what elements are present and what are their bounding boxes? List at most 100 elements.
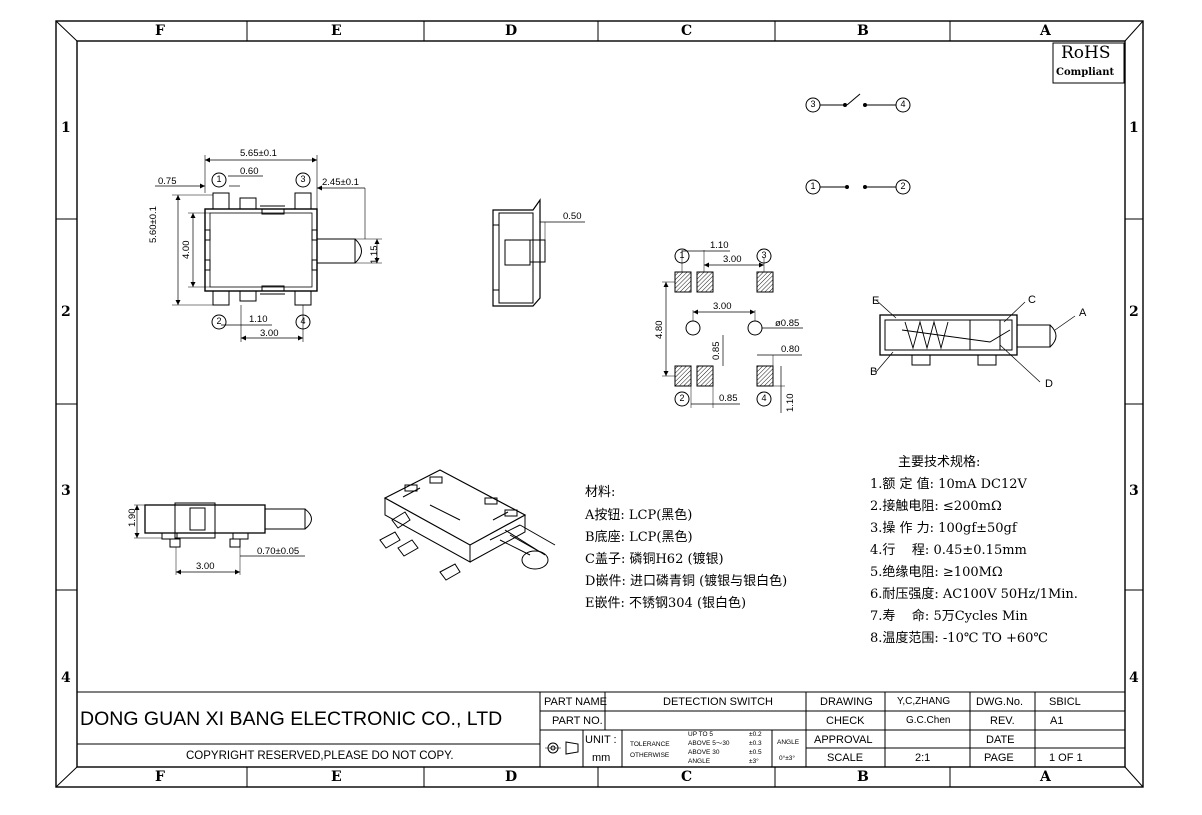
spec-item-3: 3.操 作 力: 100gf±50gf [870,521,1017,536]
zone-row-4-left: 4 [61,670,71,686]
zone-col-a-bottom: A [1040,769,1051,785]
material-d-letter: D [585,574,596,589]
zone-col-c-top: C [681,23,693,39]
dim-left-offset: 0.75 [158,176,177,187]
rohs-compliant: Compliant [1056,67,1115,78]
material-b-letter: B [585,530,595,545]
material-b-text: 底座: LCP(黑色) [594,530,693,545]
part-label-e: E [872,295,880,307]
dim-front-offset: 0.70±0.05 [257,546,300,557]
front-view [134,502,312,575]
drawing-label: DRAWING [820,696,873,708]
zone-row-1-left: 1 [61,120,71,136]
zone-col-b-bottom: B [857,769,869,785]
outer-frame [55,20,1144,788]
circuit-pin-4: 4 [900,99,906,109]
drawing-value: Y,C,ZHANG [897,696,951,707]
part-label-a: A [1079,307,1087,319]
zone-row-2-right: 2 [1129,304,1139,320]
pad-label-2: 2 [679,393,685,403]
spec-item-2: 2.接触电阻: ≤200mΩ [870,499,1002,514]
page-value: 1 OF 1 [1049,752,1083,764]
top-view [155,155,382,342]
zone-col-b-top: B [857,23,869,39]
part-name-value: DETECTION SWITCH [663,696,773,708]
dim-pad-h: 1.10 [785,394,796,413]
material-c-text: 盖子: 磷铜H62 (镀银) [594,552,724,567]
zone-col-c-bottom: C [681,769,693,785]
part-name-label: PART NAME [544,696,607,708]
tol-angle-label: ANGLE [688,758,711,765]
circuit-pin-1: 1 [810,181,816,191]
tol-2-label: ABOVE 5～30 [688,740,730,747]
dim-pad-span-top: 3.00 [723,254,742,265]
zone-col-e-top: E [331,23,342,39]
spec-item-1: 1.额 定 值: 10mA DC12V [870,477,1027,492]
check-value: G.C.Chen [906,715,951,726]
material-e: E嵌件: 不锈钢304 (银白色) [585,592,787,611]
spec-item-5: 5.绝缘电阻: ≥100MΩ [870,565,1003,580]
circuit-pin-3: 3 [810,99,816,109]
zone-col-d-bottom: D [505,769,518,785]
material-a: A按钮: LCP(黑色) [585,504,787,523]
dim-pad-gap-v: 0.85 [711,342,722,361]
materials-title: 材料: [585,485,616,500]
zone-row-3-left: 3 [61,483,71,499]
pin-label-3: 3 [300,174,306,184]
scale-label: SCALE [827,752,864,764]
circuit-symbol [805,93,911,195]
tol-2-value: ±0.3 [749,740,762,747]
spec-item-4: 4.行 程: 0.45±0.15mm [870,543,1027,558]
pin-label-4: 4 [300,316,306,326]
unit-label: UNIT : [585,734,617,746]
date-label: DATE [986,734,1015,746]
dim-pad-gap-h: 0.85 [719,393,738,404]
dwg-label: DWG.No. [976,696,1024,708]
material-e-letter: E [585,596,595,611]
zone-col-d-top: D [505,23,518,39]
tol-1-label: UP TO 5 [688,731,713,738]
page-label: PAGE [984,752,1014,764]
part-label-c: C [1028,294,1036,306]
unit-value: mm [592,752,611,764]
rohs-title: RoHS [1061,43,1111,63]
dwg-value: SBICL [1049,696,1081,708]
zone-col-a-top: A [1040,23,1051,39]
dim-pin-width: 0.60 [240,166,259,177]
zone-col-f-top: F [155,23,165,39]
dim-front-h: 1.90 [127,509,138,528]
dim-pad-rows-text: 4.80 [654,320,665,340]
dim-hole-span: 3.00 [713,301,732,312]
part-no-label: PART NO. [552,715,603,727]
part-label-d: D [1045,378,1053,390]
dim-side-offset: 0.50 [563,211,582,222]
material-d-text: 嵌件: 进口磷青铜 (镀银与银白色) [595,574,788,589]
pcb-footprint [662,248,803,413]
dim-front-h-text: 1.90 [127,508,138,528]
material-a-text: 按钮: LCP(黑色) [594,508,693,523]
dim-height-text: 5.60±0.1 [148,206,159,243]
side-view [492,198,585,307]
copyright-notice: COPYRIGHT RESERVED,PLEASE DO NOT COPY. [186,750,454,762]
spec-item-6: 6.耐压强度: AC100V 50Hz/1Min. [870,587,1078,602]
zone-row-3-right: 3 [1129,483,1139,499]
dim-pad-pitch: 1.10 [710,240,729,251]
zone-col-f-bottom: F [155,769,165,785]
check-label: CHECK [826,715,865,727]
dim-inner-height-text: 4.00 [181,240,192,260]
rev-value: A1 [1050,715,1064,727]
tol-angle-value: ±3° [749,758,759,765]
cross-section-view [875,299,1076,383]
dim-pad-gap-v-text: 0.85 [711,341,722,361]
pin-label-1: 1 [216,174,222,184]
material-a-letter: A [585,508,595,523]
rohs-box [1052,42,1125,84]
materials-list: 材料: A按钮: LCP(黑色) B底座: LCP(黑色) C盖子: 磷铜H62… [585,481,787,611]
approval-label: APPROVAL [814,734,873,746]
pin-label-2: 2 [216,316,222,326]
tol-3-label: ABOVE 30 [688,749,720,756]
dim-hole-dia: ø0.85 [775,318,800,329]
angle-value: 0°±3° [779,755,795,762]
